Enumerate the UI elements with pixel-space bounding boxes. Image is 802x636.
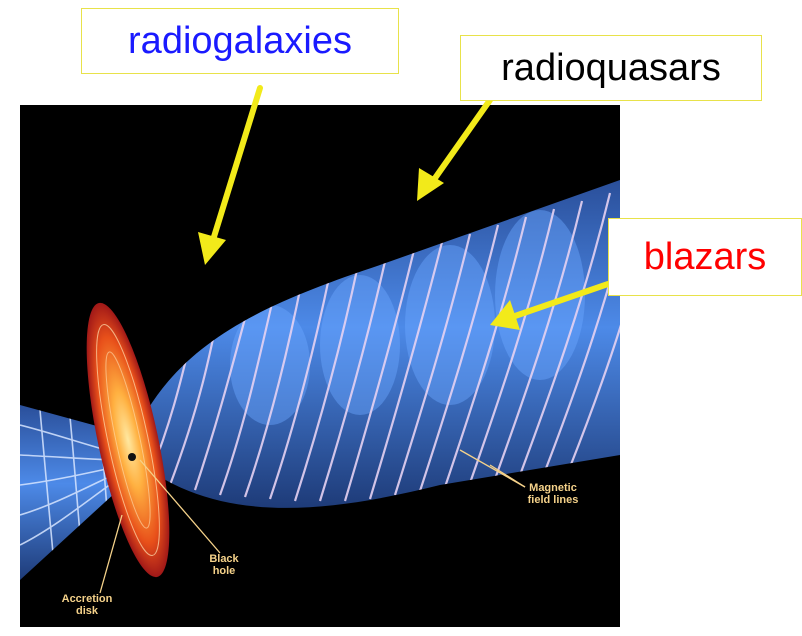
accretion-disk-label: Accretion disk [52, 593, 122, 617]
magnetic-field-lines-label: Magnetic field lines [508, 482, 598, 506]
agn-jet-illustration [20, 105, 620, 627]
radioquasars-label: radioquasars [460, 35, 762, 101]
black-hole-label: Black hole [196, 553, 252, 577]
black-hole-graphic [128, 453, 136, 461]
radiogalaxies-label: radiogalaxies [81, 8, 399, 74]
blazars-label: blazars [608, 218, 802, 296]
